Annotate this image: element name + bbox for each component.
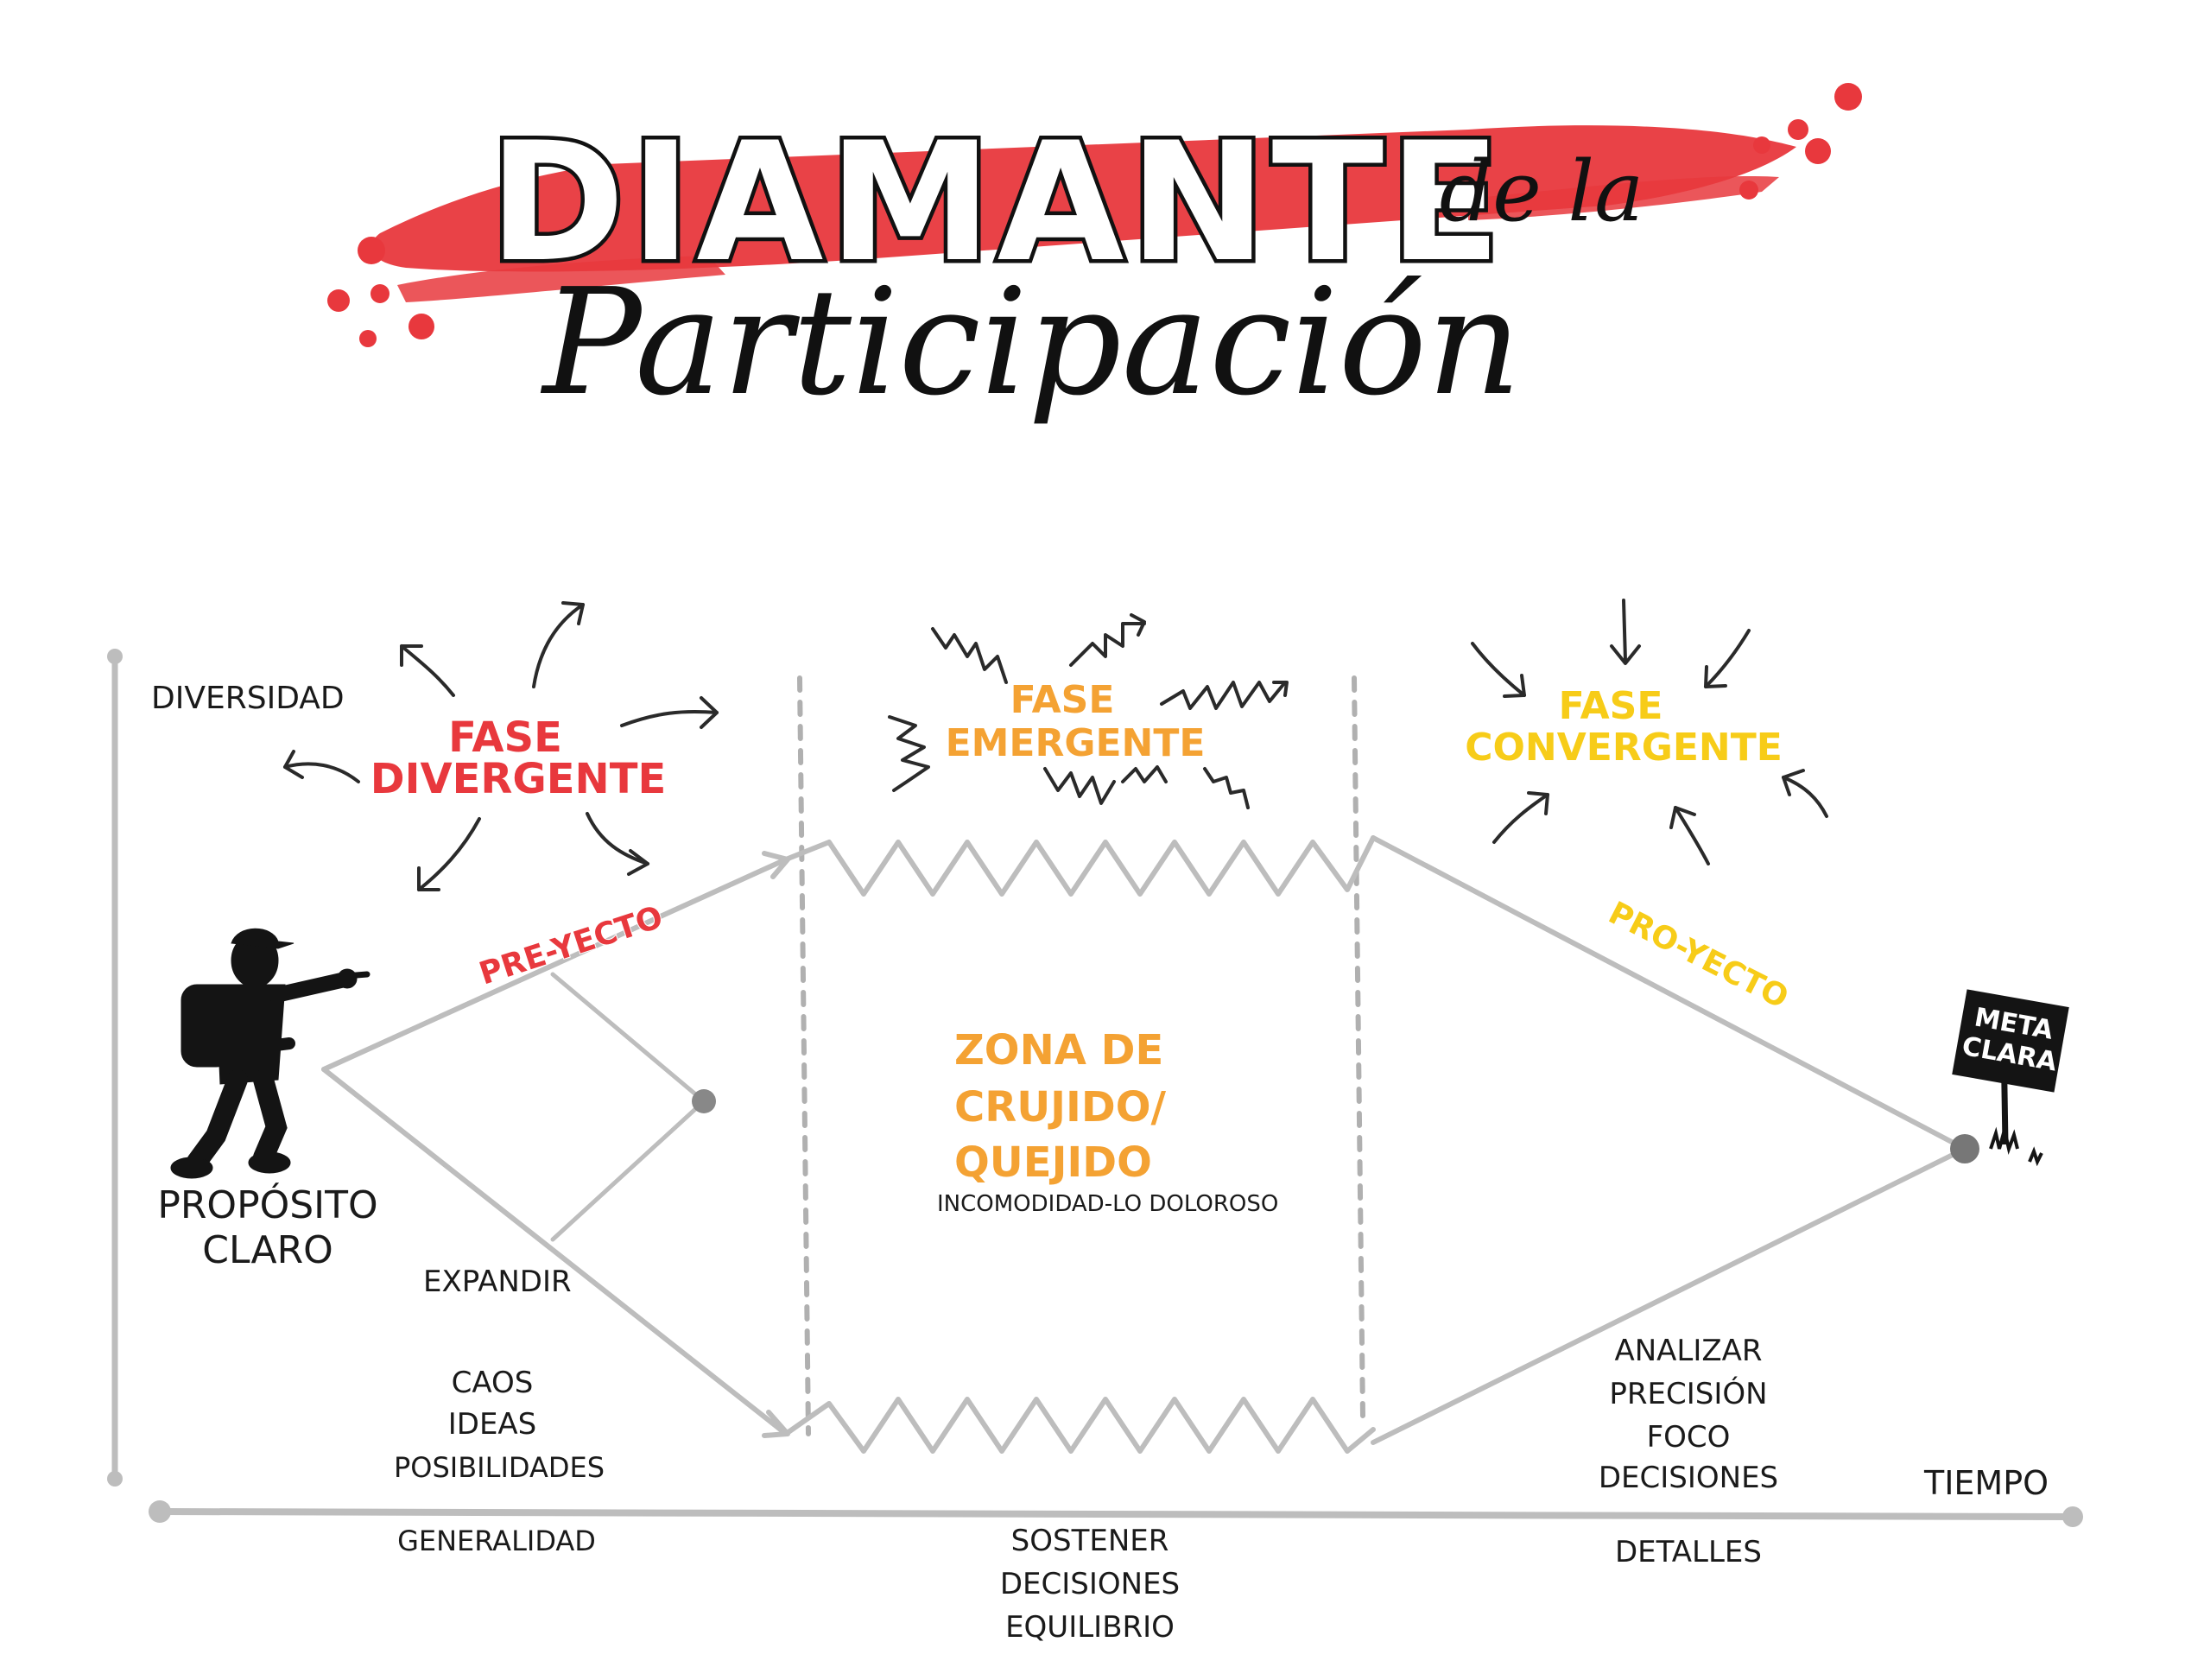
- red-brush-streak: [1468, 176, 1779, 220]
- zone-subtitle: INCOMODIDAD-LO DOLOROSO: [937, 1191, 1278, 1217]
- red-brush-stroke: [371, 125, 1796, 272]
- red-dot: [1788, 119, 1808, 140]
- bottom-middle-label: EQUILIBRIO: [1005, 1610, 1175, 1645]
- inner-expand-node: [692, 1089, 716, 1113]
- phase-convergent-line2: CONVERGENTE: [1465, 726, 1783, 770]
- red-dot: [358, 237, 385, 264]
- phase-emergent-line2: EMERGENTE: [946, 721, 1206, 765]
- label-pro-yecto: PRO-YECTO: [1603, 895, 1794, 1016]
- phase-divergent-line2: DIVERGENTE: [370, 755, 667, 803]
- start-line2: CLARO: [202, 1228, 333, 1272]
- zigzag-top: [783, 835, 1376, 897]
- pre-yecto-lower-line: [321, 1067, 788, 1436]
- red-dot: [408, 314, 434, 339]
- right-note: FOCO: [1647, 1420, 1731, 1455]
- red-dot: [1834, 83, 1862, 111]
- grass-icon: [2028, 1146, 2043, 1167]
- red-dot: [1753, 136, 1770, 154]
- start-line1: PROPÓSITO: [157, 1182, 377, 1227]
- phase-emergent-line1: FASE: [1010, 678, 1115, 722]
- left-note: IDEAS: [448, 1407, 537, 1442]
- x-axis: [156, 1508, 2076, 1520]
- red-brush-streak: [397, 256, 725, 302]
- title-script: Participación: [540, 257, 1521, 428]
- y-axis-end-dot: [107, 649, 123, 664]
- diamond-shape: [321, 835, 1979, 1454]
- zone-line2: CRUJIDO/: [954, 1083, 1167, 1132]
- axes: DIVERSIDAD TIEMPO: [107, 649, 2083, 1527]
- expand-label: EXPANDIR: [423, 1265, 572, 1299]
- inner-expand-lines: [550, 972, 706, 1242]
- red-dot: [370, 284, 390, 303]
- separator-right: [1352, 675, 1365, 1419]
- pro-yecto-upper-line: [1371, 835, 1967, 1151]
- title-connector: de la: [1440, 143, 1644, 240]
- hiker-figure-icon: [170, 928, 370, 1179]
- right-note: DECISIONES: [1599, 1461, 1778, 1495]
- goal-node: [1950, 1134, 1979, 1163]
- y-axis-label: DIVERSIDAD: [151, 681, 345, 716]
- zone-line1: ZONA DE: [954, 1026, 1163, 1075]
- sign-board: [1952, 989, 2069, 1093]
- separator-left: [797, 675, 811, 1436]
- emergent-squiggles: [888, 613, 1289, 809]
- red-dot: [1739, 181, 1758, 200]
- label-pre-yecto: PRE-YECTO: [475, 899, 667, 992]
- x-axis-end-dot: [2062, 1506, 2083, 1527]
- red-dot: [327, 289, 350, 312]
- y-axis-end-dot: [107, 1471, 123, 1487]
- bottom-middle-label: DECISIONES: [1000, 1567, 1180, 1601]
- left-note: POSIBILIDADES: [394, 1451, 605, 1484]
- pre-yecto-upper-line: [321, 857, 788, 1072]
- zone-line3: QUEJIDO: [954, 1138, 1152, 1187]
- pro-yecto-lower-line: [1371, 1146, 1967, 1445]
- title-main: DIAMANTE: [489, 107, 1506, 298]
- convergent-arrows: [1471, 599, 1828, 865]
- red-dot: [359, 330, 377, 347]
- grass-icon: [1989, 1126, 2019, 1155]
- title-banner: DIAMANTE de la Participación: [327, 83, 1862, 428]
- phase-divergent-line1: FASE: [448, 713, 562, 762]
- x-axis-label: TIEMPO: [1923, 1464, 2049, 1502]
- left-note: CAOS: [452, 1366, 534, 1400]
- red-dot: [1805, 138, 1831, 164]
- right-note: ANALIZAR: [1614, 1334, 1762, 1368]
- x-axis-end-dot: [149, 1500, 171, 1523]
- right-note: PRECISIÓN: [1609, 1376, 1767, 1411]
- divergent-arrows: [283, 601, 719, 891]
- goal-sign: META CLARA: [1952, 989, 2069, 1167]
- bottom-left-label: GENERALIDAD: [397, 1525, 596, 1557]
- bottom-middle-label: SOSTENER: [1011, 1524, 1169, 1558]
- zigzag-bottom: [783, 1397, 1376, 1454]
- bottom-right-label: DETALLES: [1615, 1535, 1762, 1569]
- phase-convergent-line1: FASE: [1559, 684, 1663, 728]
